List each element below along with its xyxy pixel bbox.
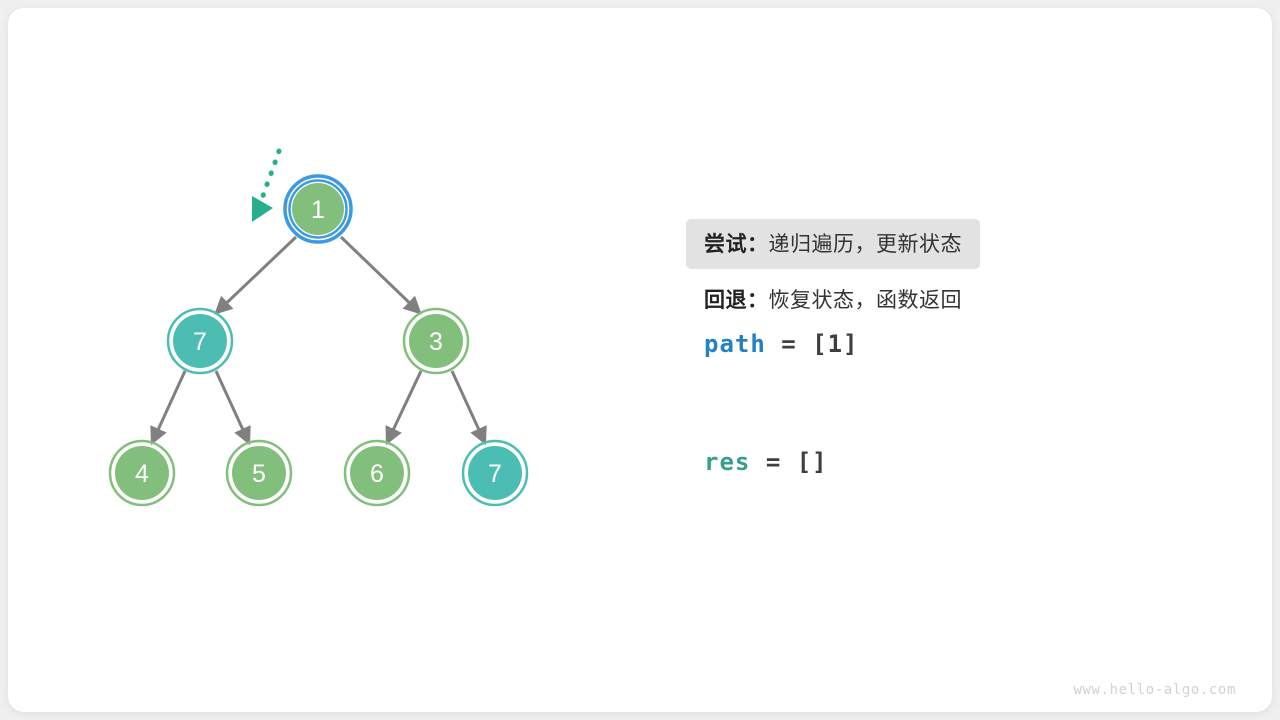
pointer-triangle-icon — [252, 196, 273, 222]
node-4-ring — [108, 439, 176, 507]
tree-node-7-right[interactable]: 7 — [461, 439, 529, 507]
node-6-fill — [350, 446, 404, 500]
backtrack-step-row: 回退：恢复状态，函数返回 — [686, 275, 980, 325]
node-7L-ring — [166, 307, 234, 375]
node-6-ring — [343, 439, 411, 507]
edge-7L-to-4 — [150, 370, 187, 446]
node-7L-fill — [173, 314, 227, 368]
node-7R-label: 7 — [488, 460, 502, 488]
node-1-highlight-ring — [283, 174, 353, 244]
backtrack-label: 回退： — [704, 289, 769, 312]
node-7L-label: 7 — [193, 328, 207, 356]
edge-3-to-6 — [385, 370, 423, 446]
node-1-fill — [292, 183, 344, 235]
edge-7L-to-5 — [214, 370, 251, 446]
edge-3-to-7R — [450, 370, 487, 446]
tree-node-3[interactable]: 3 — [402, 307, 470, 375]
path-state-row: path = [1] — [704, 330, 859, 358]
try-step-row: 尝试：递归遍历，更新状态 — [686, 219, 980, 269]
path-value: [1] — [812, 330, 859, 358]
node-4-label: 4 — [135, 460, 149, 488]
tree-node-6[interactable]: 6 — [343, 439, 411, 507]
path-variable-name: path — [704, 330, 766, 358]
node-1-inner-ring — [288, 179, 348, 239]
node-3-ring — [402, 307, 470, 375]
site-watermark: www.hello-algo.com — [1073, 682, 1236, 698]
node-7R-fill — [468, 446, 522, 500]
tree-node-1[interactable]: 1 — [283, 174, 353, 244]
path-assign-operator: = — [781, 330, 797, 358]
node-4-fill — [115, 446, 169, 500]
try-label: 尝试： — [704, 233, 769, 256]
edge-1-to-7L — [214, 235, 298, 315]
recursion-pointer — [252, 148, 282, 222]
pointer-dotted-curve — [259, 148, 282, 202]
node-3-label: 3 — [429, 328, 443, 356]
try-text: 递归遍历，更新状态 — [768, 233, 962, 256]
node-5-ring — [225, 439, 293, 507]
tree-node-4[interactable]: 4 — [108, 439, 176, 507]
backtrack-text: 恢复状态，函数返回 — [768, 289, 962, 312]
res-assign-operator: = — [765, 448, 782, 476]
node-7R-ring — [461, 439, 529, 507]
tree-node-5[interactable]: 5 — [225, 439, 293, 507]
res-state-row: res = [] — [704, 448, 828, 476]
node-6-label: 6 — [370, 460, 384, 488]
node-1-label: 1 — [311, 196, 325, 224]
node-3-fill — [409, 314, 463, 368]
tree-edges — [150, 235, 487, 446]
res-value: [] — [796, 448, 828, 476]
node-5-label: 5 — [252, 460, 266, 488]
node-5-fill — [232, 446, 286, 500]
tree-node-7-left[interactable]: 7 — [166, 307, 234, 375]
tree-nodes: 1 7 3 4 — [108, 174, 529, 507]
edge-1-to-3 — [339, 235, 422, 315]
res-variable-name: res — [704, 448, 751, 476]
